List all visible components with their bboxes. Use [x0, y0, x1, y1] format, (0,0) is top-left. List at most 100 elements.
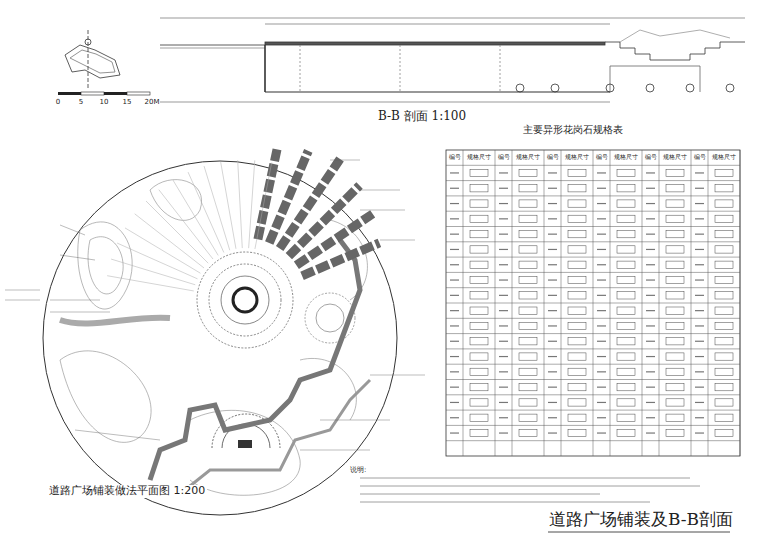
stone-shape [568, 414, 586, 421]
stone-shape [617, 292, 635, 299]
stone-shape [666, 215, 684, 222]
stone-shape [519, 338, 537, 345]
stone-shape [715, 215, 733, 222]
cell-mark [548, 249, 557, 250]
table-rule [446, 165, 740, 166]
cell-mark [597, 234, 606, 235]
stone-shape [568, 246, 586, 253]
paving-joint [238, 160, 243, 248]
table-rule [446, 257, 740, 258]
cell-mark [548, 387, 557, 388]
cell-mark [450, 310, 459, 311]
cell-mark [597, 310, 606, 311]
stone-shape [470, 353, 488, 360]
scale-number: 0 [56, 98, 60, 106]
cell-mark [646, 234, 655, 235]
stone-shape [666, 292, 684, 299]
cell-mark [597, 218, 606, 219]
paving-joint [125, 228, 200, 273]
stone-shape [568, 276, 586, 283]
cell-mark [646, 387, 655, 388]
cell-mark [499, 432, 508, 433]
cell-mark [450, 279, 459, 280]
cell-mark [646, 371, 655, 372]
stone-shape [617, 368, 635, 375]
stone-shape [519, 292, 537, 299]
paving-joint [135, 214, 204, 268]
table-title: 主要异形花岗石规格表 [523, 124, 623, 136]
stone-shape [470, 384, 488, 391]
table-rule [446, 180, 740, 181]
stone-shape [617, 215, 635, 222]
stone-shape [666, 307, 684, 314]
note-heading: 说明: [350, 466, 366, 474]
stone-shape [617, 307, 635, 314]
stone-shape [470, 200, 488, 207]
table-rule [446, 425, 740, 426]
stone-shape [617, 353, 635, 360]
cell-mark [499, 341, 508, 342]
section-drawing [160, 18, 745, 102]
cell-mark [548, 264, 557, 265]
cell-mark [646, 264, 655, 265]
stone-shape [666, 322, 684, 329]
table-rule [446, 348, 740, 349]
cell-mark [450, 417, 459, 418]
stone-shape [568, 429, 586, 436]
stone-shape [715, 353, 733, 360]
cell-mark [646, 279, 655, 280]
table-rule [446, 272, 740, 273]
stone-shape [666, 429, 684, 436]
cell-mark [499, 234, 508, 235]
cell-mark [499, 295, 508, 296]
paving-joint [159, 190, 213, 259]
stone-shape [519, 414, 537, 421]
stone-shape [519, 353, 537, 360]
cell-mark [548, 218, 557, 219]
cell-mark [695, 341, 704, 342]
cell-mark [450, 402, 459, 403]
cell-mark [548, 295, 557, 296]
cell-mark [597, 356, 606, 357]
stone-shape [470, 246, 488, 253]
stone-shape [715, 307, 733, 314]
cell-mark [499, 203, 508, 204]
stone-shape [666, 185, 684, 192]
cell-mark [695, 249, 704, 250]
table-header: 编号 [645, 154, 657, 161]
table-header: 规格尺寸 [712, 154, 736, 161]
cell-mark [548, 172, 557, 173]
stone-shape [470, 261, 488, 268]
stone-shape [617, 384, 635, 391]
cell-mark [548, 203, 557, 204]
cell-mark [499, 264, 508, 265]
stone-shape [666, 353, 684, 360]
stone-shape [470, 414, 488, 421]
paving-joint [107, 276, 194, 291]
stone-shape [666, 200, 684, 207]
stone-shape [617, 185, 635, 192]
stone-shape [666, 169, 684, 176]
cell-mark [597, 402, 606, 403]
cell-mark [499, 325, 508, 326]
cell-mark [695, 295, 704, 296]
table-header: 编号 [694, 154, 706, 161]
stone-shape [470, 185, 488, 192]
cell-mark [597, 249, 606, 250]
stone-shape [568, 307, 586, 314]
paving-joint [255, 163, 272, 249]
cell-mark [548, 188, 557, 189]
cell-mark [695, 325, 704, 326]
cell-mark [646, 417, 655, 418]
cell-mark [450, 356, 459, 357]
cell-mark [499, 172, 508, 173]
paving-joint [173, 180, 218, 255]
cell-mark [597, 203, 606, 204]
note-lines [360, 478, 700, 502]
cell-mark [597, 295, 606, 296]
cell-mark [450, 234, 459, 235]
cell-mark [695, 417, 704, 418]
cell-mark [597, 417, 606, 418]
stone-shape [617, 322, 635, 329]
cell-mark [548, 341, 557, 342]
